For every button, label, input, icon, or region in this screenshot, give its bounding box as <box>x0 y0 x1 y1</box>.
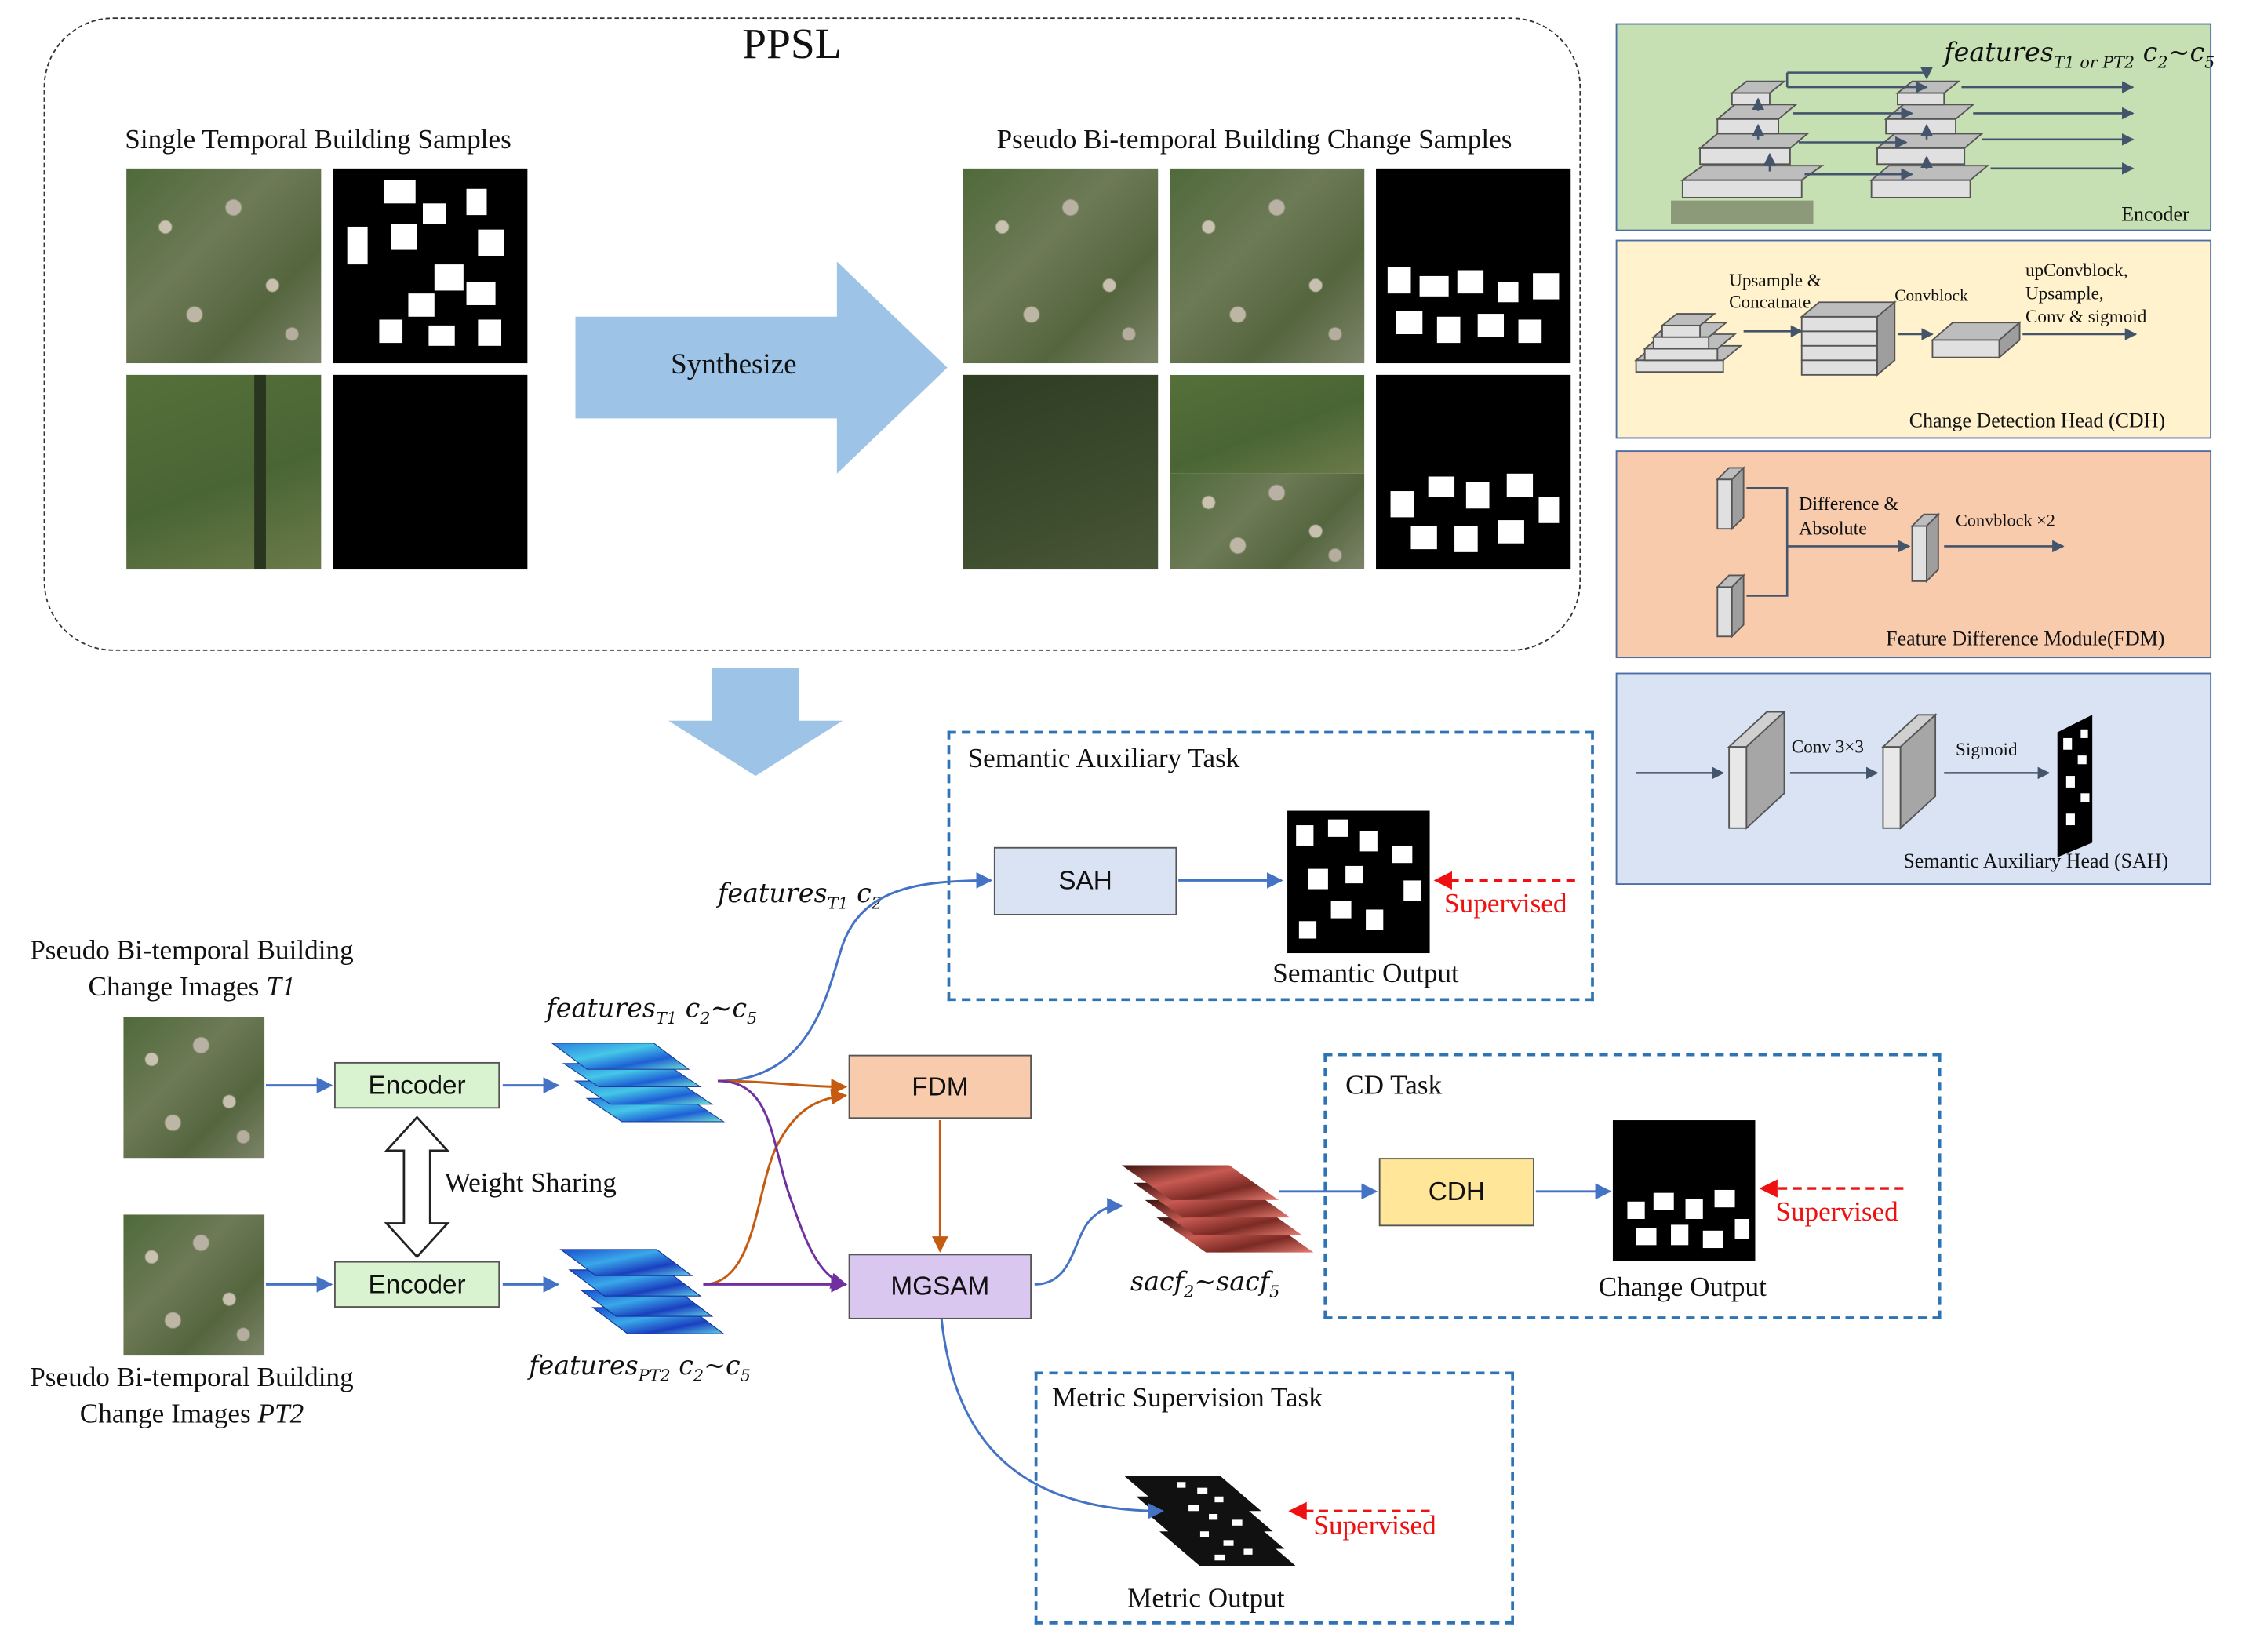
cdh-legend-diagram <box>1634 300 2138 377</box>
fdm-legend-step1: Difference &Absolute <box>1799 492 1899 540</box>
pseudo-image-t1 <box>963 168 1159 364</box>
semantic-output-label: Semantic Output <box>1272 959 1459 990</box>
pseudo-image-field-t1 <box>963 374 1159 570</box>
change-output-label: Change Output <box>1598 1272 1767 1304</box>
cdh-legend-step2: Convblock <box>1894 287 1968 305</box>
sah-input-features-label: featuresT1 c2 <box>717 879 882 914</box>
cdh-node: CDH <box>1378 1158 1534 1227</box>
cd-task-box <box>1323 1053 1942 1319</box>
sah-legend-diagram <box>1636 710 2093 857</box>
pseudo-change-mask-2 <box>1376 374 1571 570</box>
cdh-legend-title: Change Detection Head (CDH) <box>1909 411 2165 433</box>
single-image-field <box>126 374 322 570</box>
pt2-feature-stack <box>559 1249 726 1334</box>
pt2-input-image <box>123 1214 265 1356</box>
sacf-feature-stack <box>1121 1165 1314 1253</box>
sah-legend-title: Semantic Auxiliary Head (SAH) <box>1903 851 2169 874</box>
encoder-bottom-node: Encoder <box>334 1261 500 1308</box>
arrow-t1-features-to-fdm <box>717 1079 848 1095</box>
synthesize-label: Synthesize <box>671 348 797 381</box>
single-image-urban <box>126 168 322 364</box>
semantic-supervised-label: Supervised <box>1444 889 1567 920</box>
single-mask-empty <box>333 374 528 570</box>
metric-supervised-label: Supervised <box>1313 1511 1436 1542</box>
metric-output-stack <box>1124 1476 1297 1566</box>
fdm-legend-step2: Convblock ×2 <box>1956 510 2055 531</box>
encoder-legend-title: Encoder <box>2121 205 2189 227</box>
ppsl-title: PPSL <box>742 20 842 69</box>
t1-feature-stack <box>551 1043 726 1123</box>
cdh-legend-step3: upConvblock,Upsample,Conv & sigmoid <box>2025 260 2147 327</box>
sacf-label: sacf2~sacf5 <box>1130 1267 1280 1301</box>
encoder-pyramid-diagram <box>1671 67 2135 224</box>
t1-input-image <box>123 1017 265 1159</box>
fdm-legend-diagram <box>1716 466 2065 639</box>
pseudo-image-field-pt2 <box>1170 374 1365 570</box>
fdm-node: FDM <box>848 1054 1032 1119</box>
single-mask-urban <box>333 168 528 364</box>
sah-legend-step1: Conv 3×3 <box>1791 737 1864 757</box>
arrow-t1-features-to-mgsam <box>717 1079 847 1289</box>
weight-sharing-label: Weight Sharing <box>444 1168 617 1199</box>
ppsl-panel <box>43 17 1581 651</box>
semantic-output-mask <box>1287 810 1430 954</box>
cdh-legend-step1: Upsample &Concatnate <box>1729 270 1822 313</box>
fdm-legend-title: Feature Difference Module(FDM) <box>1886 629 2165 651</box>
weight-sharing-arrow <box>384 1115 450 1259</box>
t1-features-label: featuresT1 c2~c5 <box>546 993 758 1028</box>
encoder-legend-features: featuresT1 or PT2 c2~c5 <box>1944 38 2215 72</box>
synthesize-arrow <box>575 261 948 474</box>
metric-task-title: Metric Supervision Task <box>1051 1383 1323 1414</box>
t1-input-label: Pseudo Bi-temporal Building Change Image… <box>30 935 354 1003</box>
semantic-task-box <box>947 730 1594 1002</box>
sah-node: SAH <box>993 846 1177 915</box>
pseudo-change-mask-1 <box>1376 168 1571 364</box>
cd-supervised-label: Supervised <box>1775 1197 1898 1228</box>
pt2-input-label: Pseudo Bi-temporal Building Change Image… <box>30 1363 354 1430</box>
change-output-mask <box>1612 1120 1756 1261</box>
mgsam-node: MGSAM <box>848 1254 1032 1319</box>
semantic-task-title: Semantic Auxiliary Task <box>967 744 1240 775</box>
encoder-top-node: Encoder <box>334 1061 500 1109</box>
down-arrow <box>668 668 843 777</box>
pseudo-change-label: Pseudo Bi-temporal Building Change Sampl… <box>996 125 1512 156</box>
metric-output-label: Metric Output <box>1127 1583 1285 1614</box>
single-temporal-label: Single Temporal Building Samples <box>125 125 511 156</box>
sah-legend-step2: Sigmoid <box>1956 739 2018 760</box>
cd-task-title: CD Task <box>1345 1071 1443 1101</box>
pt2-features-label: featuresPT2 c2~c5 <box>529 1351 751 1386</box>
arrow-mgsam-to-sacf <box>1034 1197 1123 1286</box>
pseudo-image-pt2 <box>1170 168 1365 364</box>
